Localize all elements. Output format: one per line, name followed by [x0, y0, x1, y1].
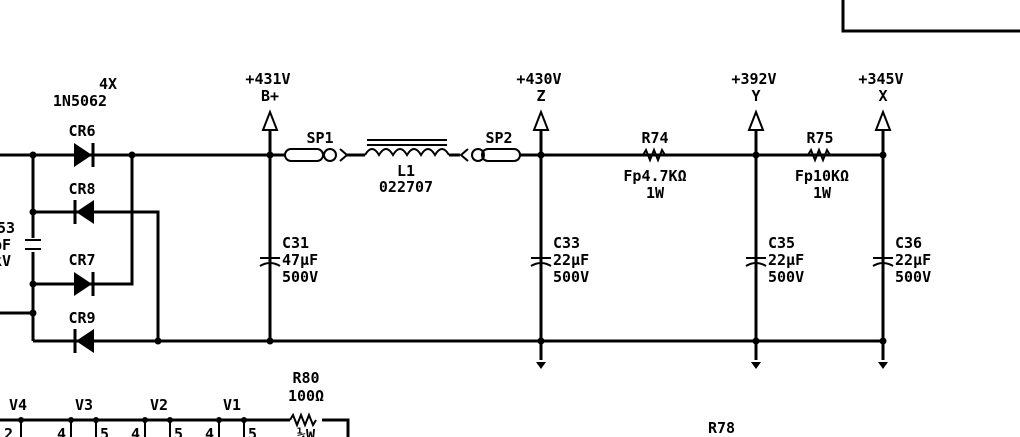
- c31-value: 47µF: [282, 251, 318, 269]
- capacitor-left: [25, 238, 41, 252]
- pin: 5: [100, 425, 109, 437]
- r80-power: ¼W: [297, 426, 316, 437]
- connector-sp1: [284, 148, 349, 162]
- pin: 5: [174, 425, 183, 437]
- label-r74: R74: [641, 129, 668, 147]
- diode-count: 4X: [99, 75, 117, 93]
- tap-v4: V4: [9, 396, 27, 414]
- inductor-part: 022707: [379, 178, 433, 196]
- r74-power: 1W: [646, 184, 665, 202]
- label-r75: R75: [806, 129, 833, 147]
- label-c36: C36: [895, 234, 922, 252]
- tap-leads: [20, 420, 245, 437]
- voltage-b-plus: +431V: [245, 70, 290, 88]
- pin: 2: [4, 425, 13, 437]
- r75-power: 1W: [813, 184, 832, 202]
- ground-icon: [751, 362, 761, 369]
- pin: 4: [131, 425, 140, 437]
- c35-voltage: 500V: [768, 268, 804, 286]
- c36-voltage: 500V: [895, 268, 931, 286]
- tap-v1: V1: [223, 396, 241, 414]
- pin: 5: [248, 425, 257, 437]
- node-name-z: Z: [536, 87, 545, 105]
- label-cr6: CR6: [68, 122, 95, 140]
- label-c35: C35: [768, 234, 795, 252]
- c35-value: 22µF: [768, 251, 804, 269]
- c31-voltage: 500V: [282, 268, 318, 286]
- inductor-l1: [347, 139, 460, 157]
- label-sp2: SP2: [485, 129, 512, 147]
- diode-cr9: [73, 329, 94, 353]
- node-name-y: Y: [751, 87, 760, 105]
- label-c31: C31: [282, 234, 309, 252]
- r80-value: 100Ω: [288, 387, 324, 405]
- r75-value: Fp10KΩ: [795, 167, 849, 185]
- node-x: [872, 109, 894, 369]
- c33-value: 22µF: [553, 251, 589, 269]
- label-cr9: CR9: [68, 309, 95, 327]
- node-b-plus: [259, 109, 281, 341]
- label-r78-partial: R78: [708, 419, 735, 437]
- c33-voltage: 500V: [553, 268, 589, 286]
- resistor-r74: [642, 147, 666, 163]
- cr7-wire: [33, 155, 134, 286]
- resistor-r80: [289, 412, 317, 428]
- resistor-r75: [807, 147, 831, 163]
- c36-value: 22µF: [895, 251, 931, 269]
- left-cap-line2: pF: [0, 236, 11, 254]
- node-name-x: X: [878, 87, 887, 105]
- pin: 4: [57, 425, 66, 437]
- diode-cr6: [74, 143, 95, 167]
- tap-v3: V3: [75, 396, 93, 414]
- label-cr8: CR8: [68, 180, 95, 198]
- diode-cr8: [73, 200, 94, 224]
- voltage-x: +345V: [858, 70, 903, 88]
- ground-icon: [878, 362, 888, 369]
- node-y: [745, 109, 767, 369]
- node-z: [530, 109, 552, 369]
- diode-cr7: [74, 272, 95, 296]
- voltage-z: +430V: [516, 70, 561, 88]
- connector-sp2: [459, 148, 521, 162]
- diode-part: 1N5062: [53, 92, 107, 110]
- label-cr7: CR7: [68, 251, 95, 269]
- left-cap-line3: kV: [0, 252, 11, 270]
- pin: 4: [205, 425, 214, 437]
- title-box-border: [841, 0, 1020, 33]
- voltage-y: +392V: [731, 70, 776, 88]
- label-c33: C33: [553, 234, 580, 252]
- ground-icon: [536, 362, 546, 369]
- node-name-b-plus: B+: [261, 87, 279, 105]
- left-cap-line1: 53: [0, 219, 15, 237]
- label-r80: R80: [292, 369, 319, 387]
- r74-value: Fp4.7KΩ: [623, 167, 686, 185]
- label-l1: L1: [397, 162, 415, 180]
- tap-v2: V2: [150, 396, 168, 414]
- label-sp1: SP1: [306, 129, 333, 147]
